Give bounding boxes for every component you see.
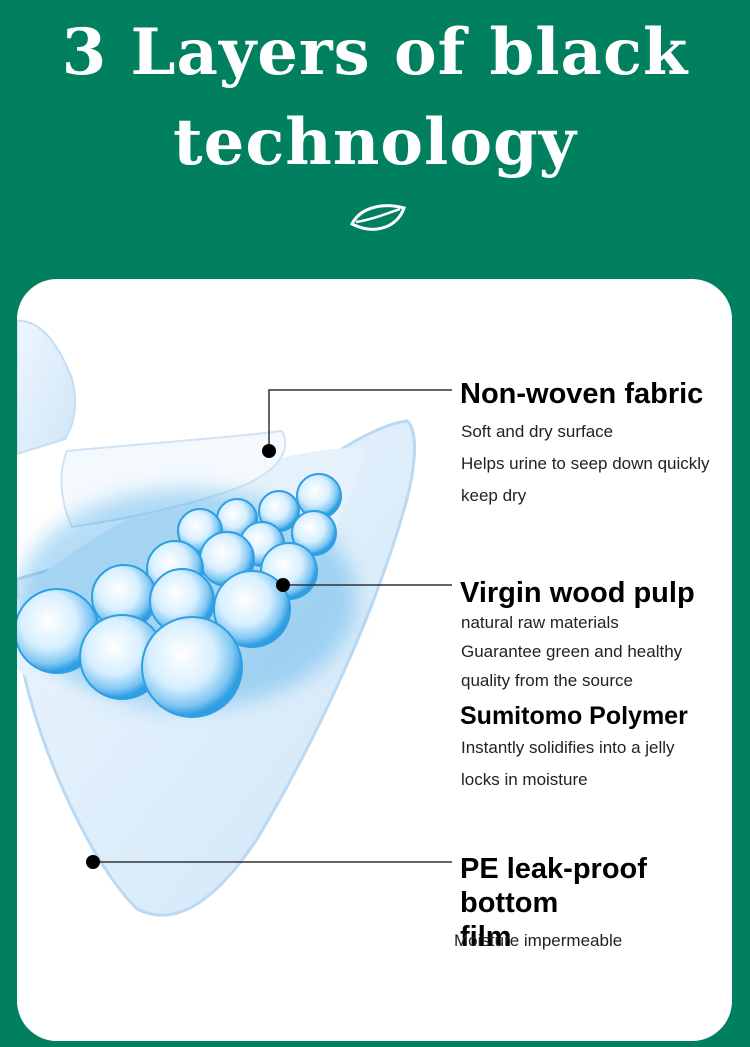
nonwoven-heading: Non-woven fabric bbox=[460, 378, 704, 410]
pulp-line: natural raw materials bbox=[461, 613, 619, 632]
top-flap bbox=[17, 319, 77, 456]
nonwoven-line: Soft and dry surface bbox=[461, 422, 614, 441]
film-description: Moisture impermeable bbox=[454, 926, 622, 956]
leaf-icon bbox=[346, 200, 410, 240]
callout-dot-film bbox=[86, 855, 100, 869]
polymer-line: locks in moisture bbox=[461, 770, 588, 789]
polymer-bubbles bbox=[17, 473, 342, 718]
pulp-line: Guarantee green and healthy bbox=[461, 642, 683, 661]
film-heading: PE leak-proof bottom film bbox=[460, 852, 732, 954]
page-title-line-2: technology bbox=[173, 105, 577, 180]
page-title-line-1: 3 Layers of black bbox=[61, 15, 689, 90]
nonwoven-line: keep dry bbox=[461, 486, 527, 505]
pulp-heading: Virgin wood pulp bbox=[460, 577, 695, 609]
diaper-layers-illustration bbox=[17, 319, 452, 917]
polymer-heading: Sumitomo Polymer bbox=[460, 702, 688, 730]
page-title: 3 Layers of black technology bbox=[0, 8, 750, 188]
polymer-description: Instantly solidifies into a jelly locks … bbox=[461, 732, 675, 796]
layers-card: Non-woven fabric Soft and dry surface He… bbox=[17, 279, 732, 1041]
callout-lines bbox=[93, 389, 452, 863]
film-heading-line-1: PE leak-proof bottom bbox=[460, 853, 647, 919]
pulp-line: quality from the source bbox=[461, 671, 633, 690]
nonwoven-description: Soft and dry surface Helps urine to seep… bbox=[461, 417, 710, 511]
nonwoven-line: Helps urine to seep down quickly bbox=[461, 454, 710, 473]
callout-dot-nonwoven bbox=[262, 444, 276, 458]
pulp-description: natural raw materials Guarantee green an… bbox=[461, 608, 682, 695]
film-heading-line-2: film bbox=[460, 921, 512, 953]
film-line: Moisture impermeable bbox=[454, 931, 623, 950]
callout-dot-pulp bbox=[276, 578, 290, 592]
polymer-line: Instantly solidifies into a jelly bbox=[461, 738, 675, 757]
